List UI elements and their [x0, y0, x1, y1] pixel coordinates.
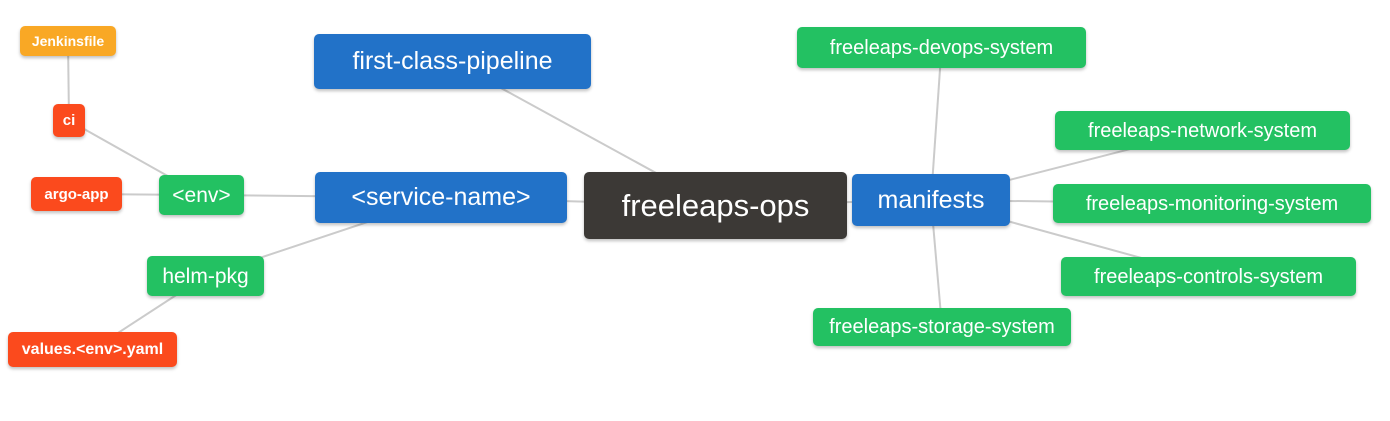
node-label: freeleaps-controls-system [1094, 265, 1323, 288]
node-label: first-class-pipeline [352, 47, 553, 75]
node-helm-pkg[interactable]: helm-pkg [147, 256, 264, 296]
node-manifests[interactable]: manifests [852, 174, 1010, 226]
node-label: <service-name> [351, 183, 531, 211]
node-env[interactable]: <env> [159, 175, 244, 215]
node-label: helm-pkg [162, 264, 249, 288]
node-label: freeleaps-devops-system [829, 36, 1054, 59]
node-storage-system[interactable]: freeleaps-storage-system [813, 308, 1071, 346]
node-values-env-yaml[interactable]: values.<env>.yaml [8, 332, 177, 367]
node-label: freeleaps-storage-system [829, 316, 1055, 338]
node-ci[interactable]: ci [53, 104, 85, 137]
node-freeleaps-ops[interactable]: freeleaps-ops [584, 172, 847, 239]
node-label: manifests [877, 185, 985, 214]
node-jenkinsfile[interactable]: Jenkinsfile [20, 26, 116, 56]
node-label: freeleaps-network-system [1088, 119, 1317, 142]
node-label: ci [62, 112, 76, 129]
node-label: argo-app [44, 185, 109, 203]
node-label: freeleaps-ops [621, 188, 810, 223]
node-network-system[interactable]: freeleaps-network-system [1055, 111, 1350, 150]
node-label: freeleaps-monitoring-system [1085, 192, 1339, 215]
node-label: values.<env>.yaml [21, 340, 164, 358]
node-controls-system[interactable]: freeleaps-controls-system [1061, 257, 1356, 296]
node-devops-system[interactable]: freeleaps-devops-system [797, 27, 1086, 68]
node-label: Jenkinsfile [31, 33, 105, 49]
node-monitoring-system[interactable]: freeleaps-monitoring-system [1053, 184, 1371, 223]
node-first-class-pipeline[interactable]: first-class-pipeline [314, 34, 591, 89]
node-label: <env> [172, 183, 231, 207]
node-argo-app[interactable]: argo-app [31, 177, 122, 211]
node-service-name[interactable]: <service-name> [315, 172, 567, 223]
